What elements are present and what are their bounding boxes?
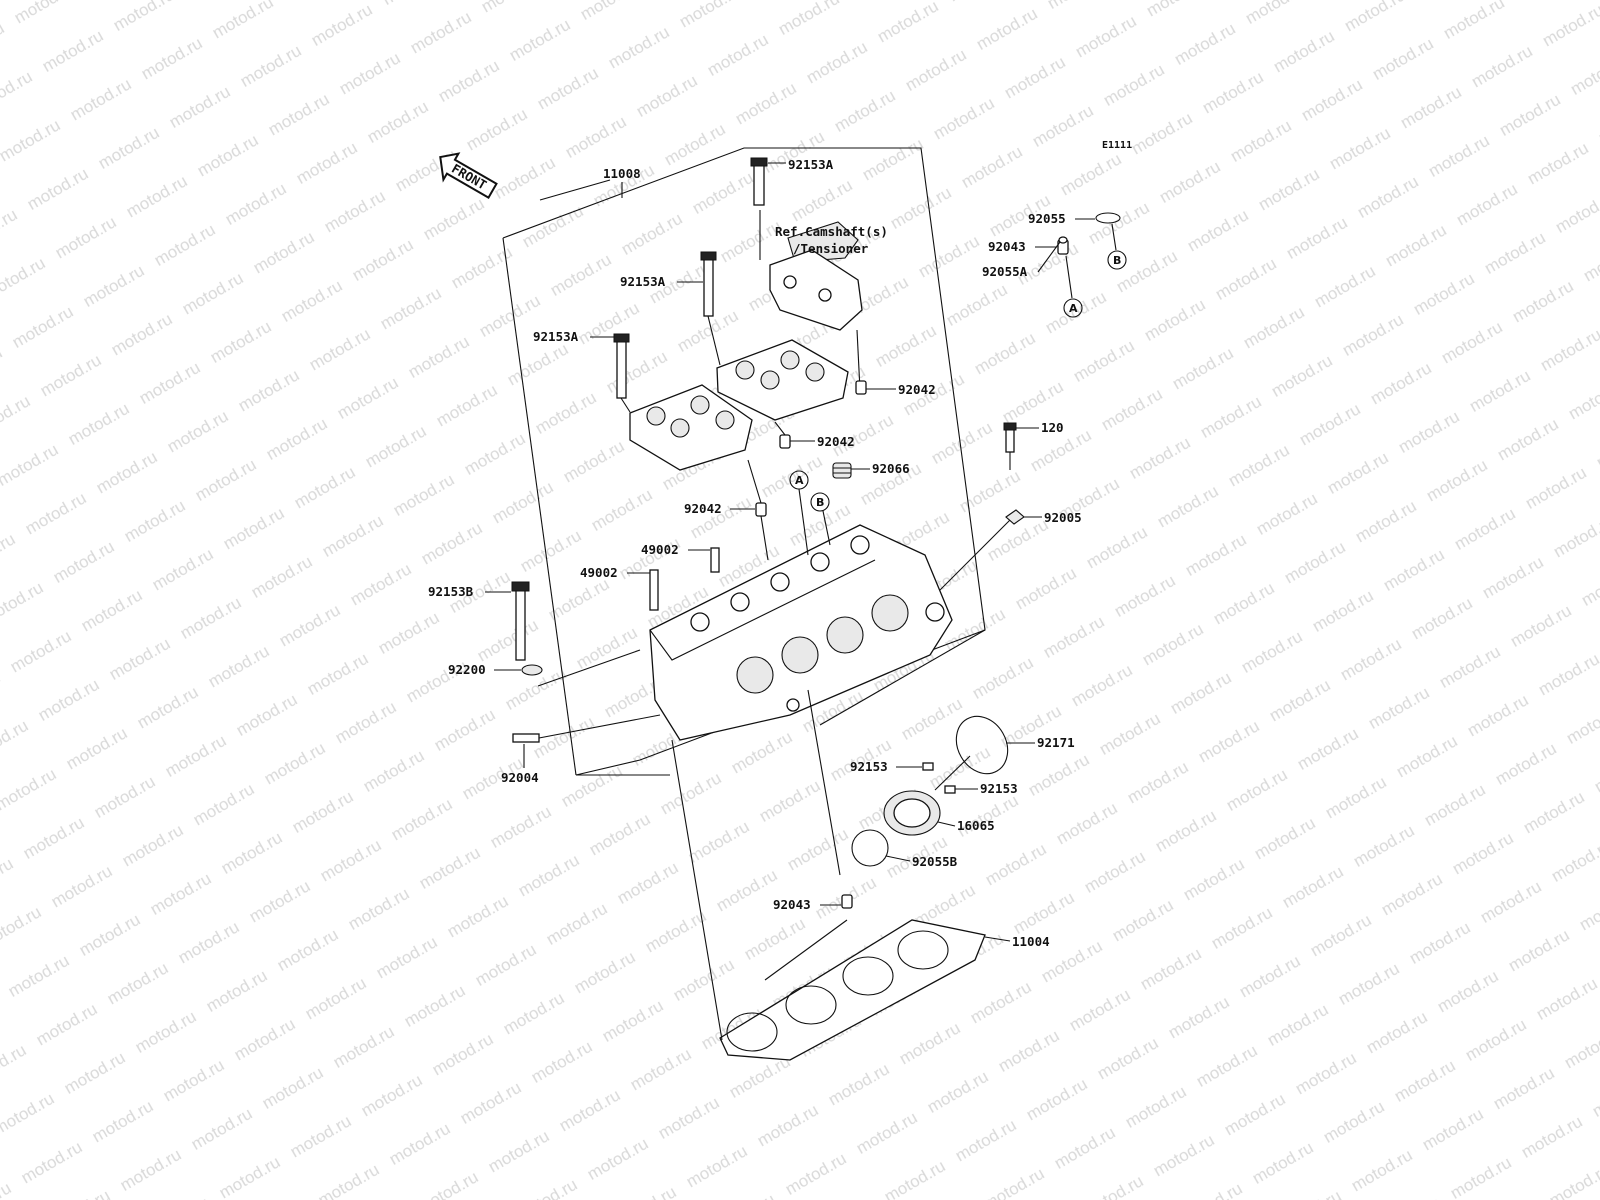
label-49002-b: 49002: [580, 565, 618, 580]
label-49002-a: 49002: [641, 542, 679, 557]
label-92043-bottom: 92043: [773, 897, 811, 912]
label-92043-top: 92043: [988, 239, 1026, 254]
label-92005: 92005: [1044, 510, 1082, 525]
diagram-code: E1111: [1102, 140, 1132, 151]
bolt-92153-a: [922, 762, 934, 771]
label-92066: 92066: [872, 461, 910, 476]
dowel-92042-a: [855, 380, 867, 395]
dowel-92042-b: [779, 434, 791, 449]
o-ring-92055A: [1058, 236, 1068, 244]
svg-text:B: B: [816, 496, 824, 509]
svg-text:A: A: [1069, 302, 1078, 315]
bolt-92153A-left: [613, 333, 631, 413]
label-92200: 92200: [448, 662, 486, 677]
seal-ring-92171: [955, 715, 1009, 775]
callout-circle-a-top: A: [1063, 298, 1083, 318]
label-92042-c: 92042: [684, 501, 722, 516]
bolt-92153A-top: [750, 157, 768, 206]
label-92055: 92055: [1028, 211, 1066, 226]
dowel-92043-bottom: [841, 894, 853, 909]
stud-92004: [512, 714, 661, 743]
washer-92200: [521, 664, 543, 676]
bolt-92153A-mid: [700, 251, 721, 366]
dowel-92042-c: [755, 502, 767, 517]
label-11004: 11004: [1012, 934, 1050, 949]
cylinder-head: [649, 524, 953, 741]
label-92042-b: 92042: [817, 434, 855, 449]
assembly-boundary: [502, 147, 986, 776]
label-16065: 16065: [957, 818, 995, 833]
head-gasket-11004: [719, 919, 986, 1061]
svg-text:B: B: [1113, 254, 1121, 267]
svg-text:A: A: [795, 474, 804, 487]
label-92042-a: 92042: [898, 382, 936, 397]
label-92153-a: 92153: [850, 759, 888, 774]
label-11008: 11008: [603, 166, 641, 181]
cap-16065: [883, 790, 941, 836]
bolt-92153B: [511, 581, 530, 661]
label-92153A-left: 92153A: [533, 329, 579, 344]
label-92153A-top: 92153A: [788, 157, 834, 172]
bolt-92153-b: [944, 785, 956, 794]
front-arrow-icon: FRONT: [439, 152, 498, 199]
front-arrow-label: FRONT: [449, 161, 489, 193]
camshaft-tensioner-cap: [759, 210, 863, 391]
valve-guide-49002-b: [649, 569, 659, 611]
o-ring-92055: [1095, 212, 1121, 224]
valve-guide-49002-a: [710, 547, 720, 573]
label-92055B: 92055B: [912, 854, 958, 869]
label-92153A-mid: 92153A: [620, 274, 666, 289]
label-92055A: 92055A: [982, 264, 1028, 279]
label-92004: 92004: [501, 770, 539, 785]
callout-circle-b-mid: B: [810, 492, 830, 512]
plug-92066: [832, 462, 852, 479]
reference-note-line2: /Tensioner: [793, 241, 869, 256]
label-92153-b: 92153: [980, 781, 1018, 796]
label-92153B: 92153B: [428, 584, 474, 599]
label-120: 120: [1041, 420, 1064, 435]
callout-circle-b-top: B: [1107, 250, 1127, 270]
label-92171: 92171: [1037, 735, 1075, 750]
o-ring-92055B: [851, 829, 889, 867]
reference-note-line1: Ref.Camshaft(s): [775, 224, 888, 239]
callout-circle-a-mid: A: [789, 470, 809, 490]
camshaft-cap-upper: [716, 339, 849, 421]
bolt-120: [1003, 422, 1017, 470]
camshaft-cap-lower: [629, 384, 753, 471]
